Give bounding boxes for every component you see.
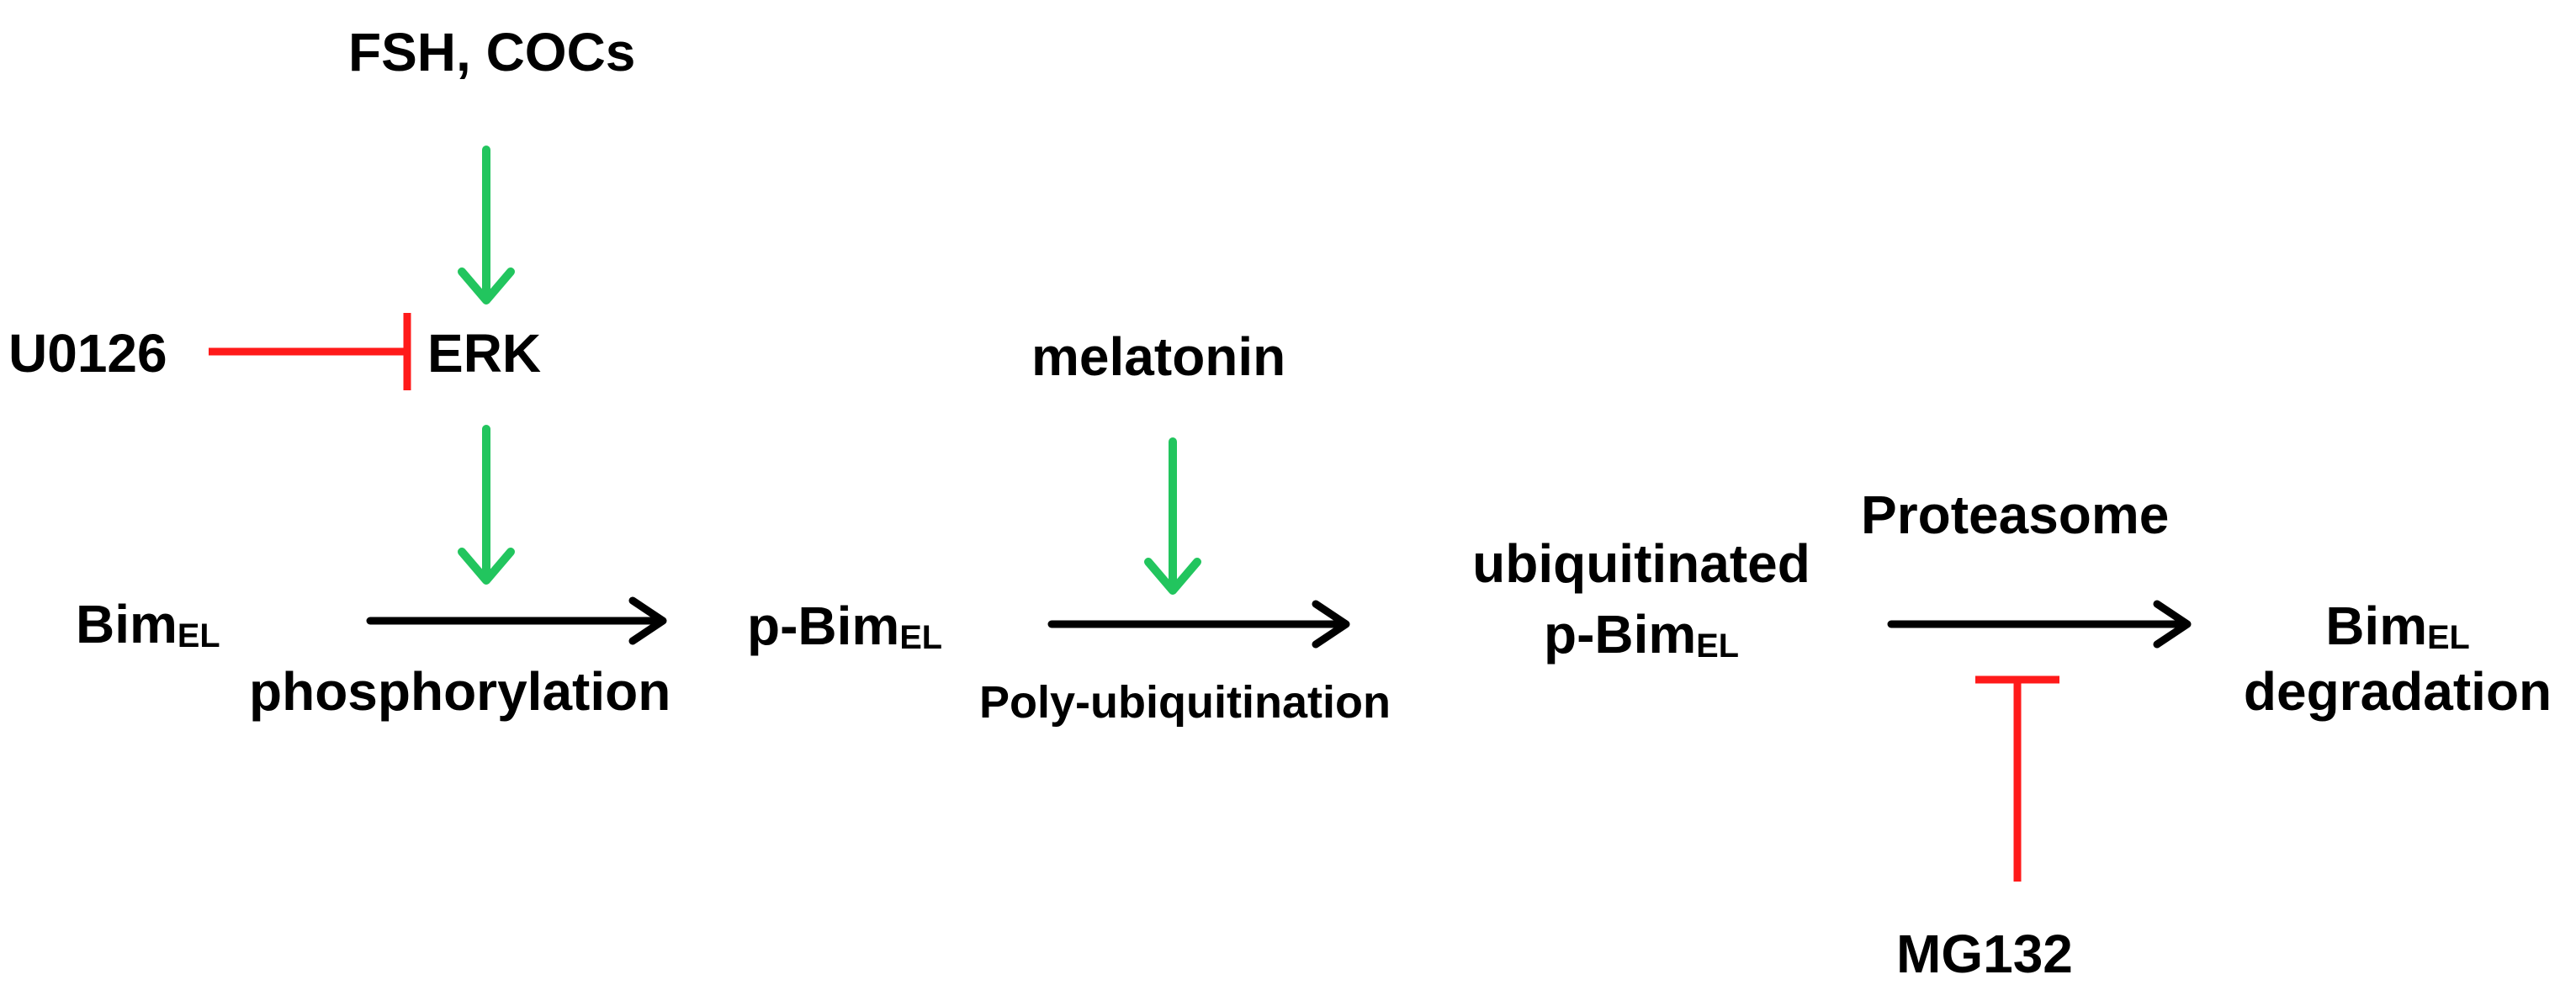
flow-arrow-degradation	[1887, 600, 2192, 649]
label-fsh-cocs: FSH, COCs	[348, 22, 636, 82]
inhibition-u0126-erk	[209, 313, 411, 390]
degradation-bim-text: Bim	[2325, 596, 2428, 656]
label-phosphorylation: phosphorylation	[249, 661, 671, 722]
activation-arrow-erk-to-phosphorylation	[458, 425, 515, 585]
bim-subscript: EL	[177, 617, 220, 654]
label-erk: ERK	[427, 323, 542, 384]
bim-text: Bim	[76, 594, 178, 654]
label-p-bim-el: p-BimEL	[747, 596, 943, 656]
ubiquitinated-text: ubiquitinated	[1472, 533, 1810, 594]
degradation-bim-subscript: EL	[2427, 618, 2470, 656]
label-melatonin: melatonin	[1031, 326, 1286, 387]
label-poly-ubiquitination: Poly-ubiquitination	[979, 677, 1391, 728]
degradation-text: degradation	[2243, 661, 2552, 722]
activation-arrow-fsh-to-erk	[458, 146, 515, 305]
label-bim-el-degradation: BimEL degradation	[2229, 599, 2566, 718]
ubiquitinated-p-bim-text: p-Bim	[1543, 604, 1697, 665]
p-bim-text: p-Bim	[747, 596, 900, 656]
p-bim-subscript: EL	[899, 618, 943, 656]
flow-arrow-polyubiquitination	[1047, 600, 1350, 649]
activation-arrow-melatonin	[1144, 437, 1201, 595]
label-ubiquitinated-p-bim-el: ubiquitinated p-BimEL	[1444, 533, 1839, 663]
label-mg132: MG132	[1896, 924, 2073, 984]
label-bim-el: BimEL	[76, 594, 220, 654]
ubiquitinated-p-bim-subscript: EL	[1696, 627, 1739, 665]
flow-arrow-phosphorylation	[366, 596, 667, 645]
label-u0126: U0126	[8, 323, 167, 384]
label-proteasome: Proteasome	[1861, 485, 2170, 545]
inhibition-mg132-proteasome	[1975, 675, 2059, 882]
